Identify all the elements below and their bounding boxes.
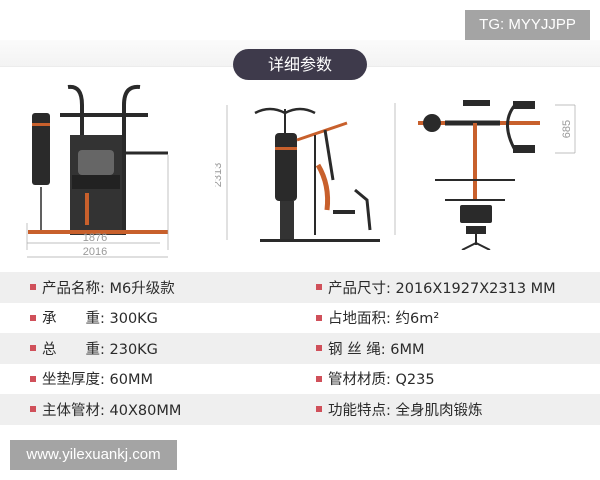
spec-item: 坐垫厚度: 60MM: [30, 368, 153, 389]
bullet-icon: [316, 345, 322, 352]
bullet-icon: [30, 406, 36, 413]
spec-item: 功能特点: 全身肌肉锻炼: [316, 399, 483, 420]
spec-table: 产品名称: M6升级款 产品尺寸: 2016X1927X2313 MM 承 重:…: [0, 272, 600, 425]
spec-item: 占地面积: 约6m²: [316, 307, 439, 328]
bullet-icon: [316, 375, 322, 382]
bullet-icon: [30, 314, 36, 321]
dim-2016: 2016: [83, 246, 107, 258]
top-view-diagram: 1927 685: [390, 100, 576, 250]
dim-1876: 1876: [83, 232, 107, 244]
bullet-icon: [30, 284, 36, 291]
spec-row: 承 重: 300KG 占地面积: 约6m²: [0, 303, 600, 334]
bullet-icon: [30, 345, 36, 352]
spec-item: 主体管材: 40X80MM: [30, 399, 181, 420]
front-view-diagram: 1876 2016: [26, 84, 169, 258]
spec-row: 产品名称: M6升级款 产品尺寸: 2016X1927X2313 MM: [0, 272, 600, 303]
watermark-bottom: www.yilexuankj.com: [10, 440, 177, 470]
spec-row: 总 重: 230KG 钢 丝 绳: 6MM: [0, 333, 600, 364]
section-title: 详细参数: [233, 49, 367, 80]
spec-row: 主体管材: 40X80MM 功能特点: 全身肌肉锻炼: [0, 394, 600, 425]
spec-item: 总 重: 230KG: [30, 338, 158, 359]
spec-item: 产品尺寸: 2016X1927X2313 MM: [316, 277, 556, 298]
spec-row: 坐垫厚度: 60MM 管材材质: Q235: [0, 364, 600, 395]
dim-685: 685: [561, 120, 573, 138]
dim-1927: 1927: [390, 153, 393, 177]
bullet-icon: [316, 314, 322, 321]
bullet-icon: [316, 406, 322, 413]
bullet-icon: [316, 284, 322, 291]
watermark-top: TG: MYYJJPP: [465, 10, 590, 40]
dim-2313: 2313: [215, 163, 224, 187]
spec-item: 承 重: 300KG: [30, 307, 158, 328]
spec-item: 钢 丝 绳: 6MM: [316, 338, 424, 359]
punching-bag: [275, 133, 297, 201]
punching-bag: [32, 113, 50, 185]
spec-item: 产品名称: M6升级款: [30, 277, 175, 298]
front-frame: [60, 84, 148, 235]
spec-item: 管材材质: Q235: [316, 368, 435, 389]
bullet-icon: [30, 375, 36, 382]
side-view-diagram: 2313: [215, 105, 380, 242]
